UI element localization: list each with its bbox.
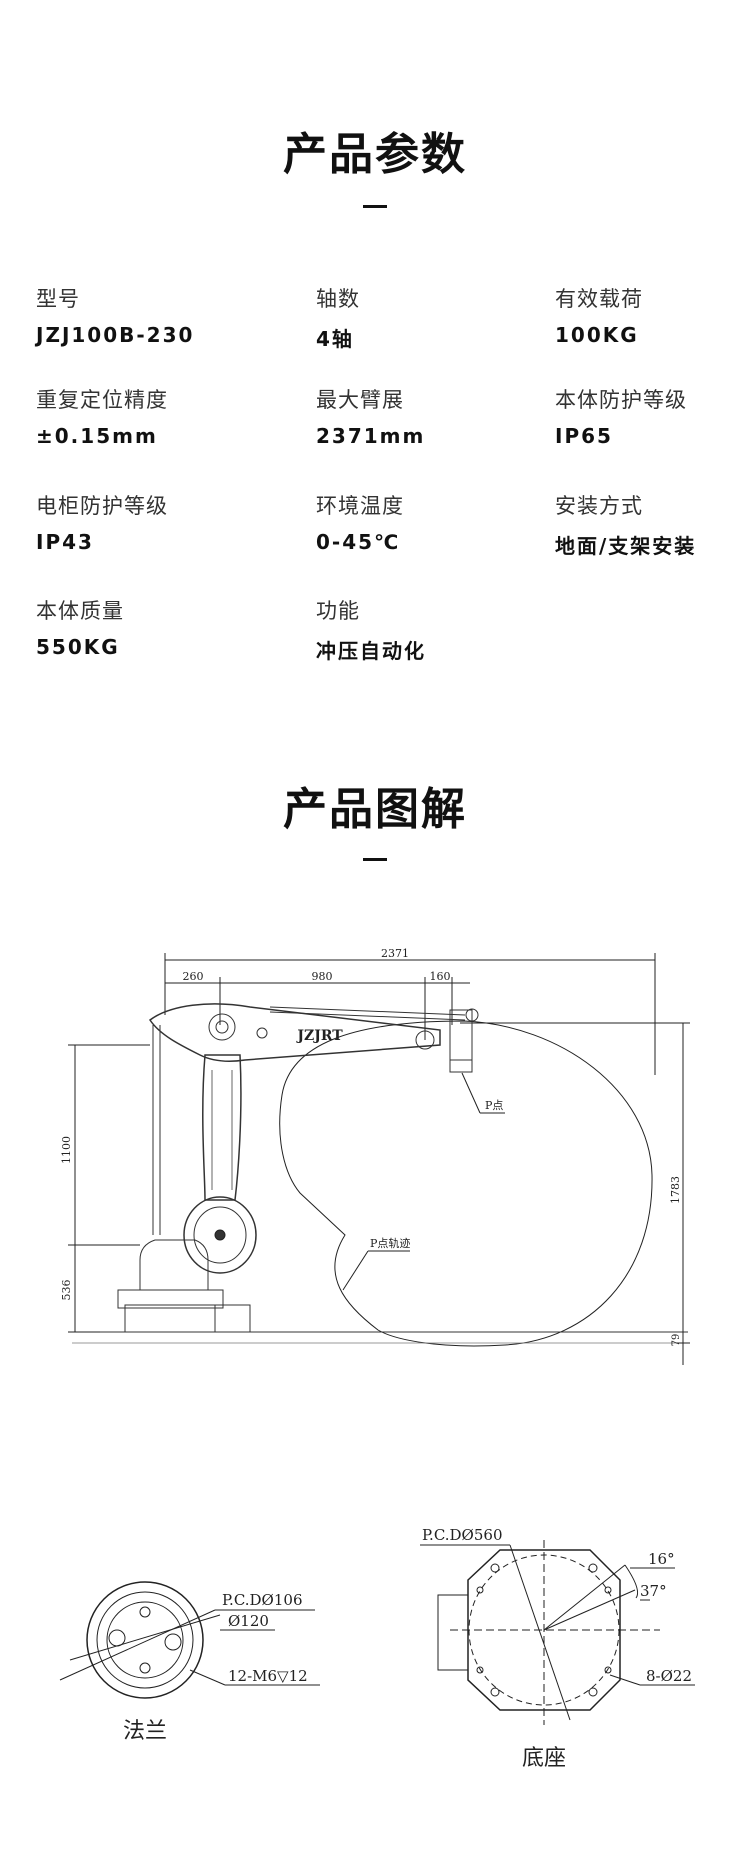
robot-side-view: 2371 260 980 160 1100 536 1783 79 P点 P点轨… [60,947,690,1365]
spec-value: 4轴 [316,327,354,351]
spec-label: 重复定位精度 [36,388,168,412]
spec-label: 功能 [316,599,360,623]
params-title: 产品参数 [283,129,467,180]
dim-height-lower-label: 536 [60,1280,73,1301]
p-trajectory-label: P点轨迹 [370,1236,410,1250]
spec-value: 550KG [36,635,120,659]
base-angle-b-label: 37° [640,1582,667,1600]
dim-reach-height-label: 1783 [669,1176,682,1204]
params-title-underline [363,205,387,208]
base-holes-label: 8-Ø22 [646,1667,692,1685]
spec-cabinet-protection: 电柜防护等级 IP43 [36,490,168,554]
spec-repeatability: 重复定位精度 ±0.15mm [36,384,168,448]
spec-value: JZJ100B-230 [36,323,195,347]
spec-function: 功能 冲压自动化 [316,595,426,664]
base-angle-a-label: 16° [648,1550,675,1568]
dim-c-label: 160 [430,970,451,983]
spec-model: 型号 JZJ100B-230 [36,283,194,347]
spec-label: 有效载荷 [555,287,643,311]
spec-value: 冲压自动化 [316,639,426,663]
spec-label: 环境温度 [316,494,404,518]
spec-value: 100KG [555,323,639,347]
base-drawing: P.C.DØ560 16° 37° 8-Ø22 底座 [420,1526,695,1771]
spec-label: 本体防护等级 [555,388,687,412]
flange-caption: 法兰 [123,1719,167,1744]
diagram-title: 产品图解 [283,784,467,835]
base-caption: 底座 [522,1746,566,1771]
dim-height-upper-label: 1100 [60,1136,73,1164]
brand-logo: JZJRT [295,1028,343,1044]
flange-diameter-label: Ø120 [228,1612,269,1630]
spec-mounting: 安装方式 地面/支架安装 [555,490,696,559]
spec-label: 安装方式 [555,494,643,518]
spec-label: 轴数 [316,287,360,311]
dim-b-label: 980 [312,970,333,983]
dim-bottom-label: 79 [671,1334,682,1347]
spec-weight: 本体质量 550KG [36,595,124,659]
spec-body-protection: 本体防护等级 IP65 [555,384,687,448]
spec-value: ±0.15mm [36,424,158,448]
flange-drawing: P.C.DØ106 Ø120 12-M6▽12 法兰 [59,1581,320,1744]
diagram-title-underline [363,858,387,861]
spec-temperature: 环境温度 0-45℃ [316,490,404,554]
flange-pcd-label: P.C.DØ106 [222,1591,303,1609]
spec-label: 型号 [36,287,80,311]
dim-total-label: 2371 [381,947,409,960]
dim-a-label: 260 [183,970,204,983]
base-pcd-label: P.C.DØ560 [422,1526,503,1544]
spec-label: 最大臂展 [316,388,404,412]
spec-value: 地面/支架安装 [555,534,697,558]
spec-value: 2371mm [316,424,426,448]
spec-label: 本体质量 [36,599,124,623]
spec-value: IP65 [555,424,613,448]
spec-axes: 轴数 4轴 [316,283,360,352]
flange-holes-label: 12-M6▽12 [228,1667,308,1685]
spec-value: IP43 [36,530,94,554]
spec-payload: 有效载荷 100KG [555,283,643,347]
spec-label: 电柜防护等级 [36,494,168,518]
spec-value: 0-45℃ [316,530,401,554]
p-trajectory-outline [279,1020,653,1347]
p-point-label: P点 [485,1099,503,1112]
spec-reach: 最大臂展 2371mm [316,384,425,448]
